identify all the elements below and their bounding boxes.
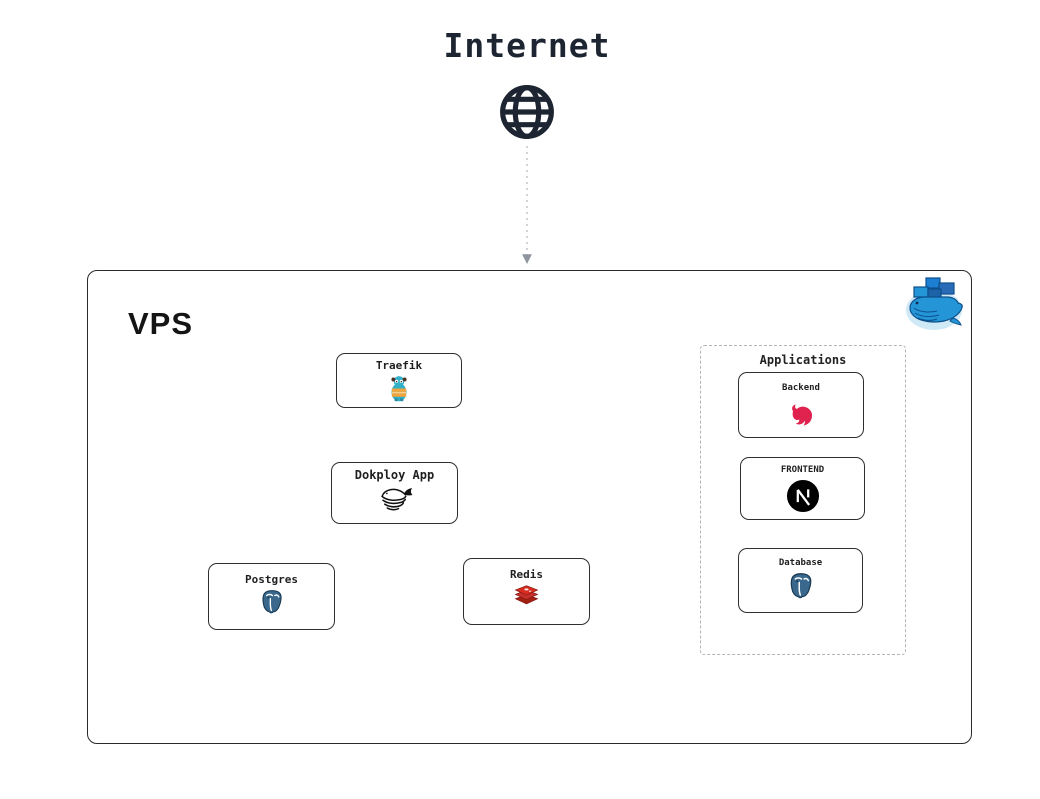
- dokploy-whale-logo: [377, 485, 413, 513]
- internet-label: Internet: [443, 26, 611, 65]
- docker-logo: [903, 274, 965, 334]
- node-dokploy-label: Dokploy App: [354, 468, 435, 482]
- redis-stack-logo: [513, 584, 540, 608]
- node-frontend-label: FRONTEND: [780, 465, 825, 475]
- node-postgres-label: Postgres: [245, 573, 298, 586]
- applications-group-label: Applications: [759, 353, 847, 367]
- node-database: Database: [738, 548, 863, 613]
- node-redis: Redis: [463, 558, 590, 625]
- traefik-mascot-logo: [387, 375, 411, 402]
- vps-label: VPS: [128, 306, 194, 341]
- node-backend-label: Backend: [782, 383, 820, 393]
- postgresql-elephant-logo: [259, 589, 285, 615]
- globe-icon: [497, 82, 557, 142]
- nextjs-logo: [786, 479, 820, 513]
- node-backend: Backend: [738, 372, 864, 438]
- nestjs-logo: [785, 400, 817, 432]
- postgresql-elephant-logo: [787, 572, 815, 600]
- node-postgres: Postgres: [208, 563, 335, 630]
- node-traefik: Traefik: [336, 353, 462, 408]
- applications-group: Applications: [700, 345, 906, 655]
- node-dokploy-app: Dokploy App: [331, 462, 458, 524]
- node-database-label: Database: [778, 558, 823, 568]
- node-redis-label: Redis: [509, 568, 544, 581]
- node-traefik-label: Traefik: [375, 359, 423, 372]
- node-frontend: FRONTEND: [740, 457, 865, 520]
